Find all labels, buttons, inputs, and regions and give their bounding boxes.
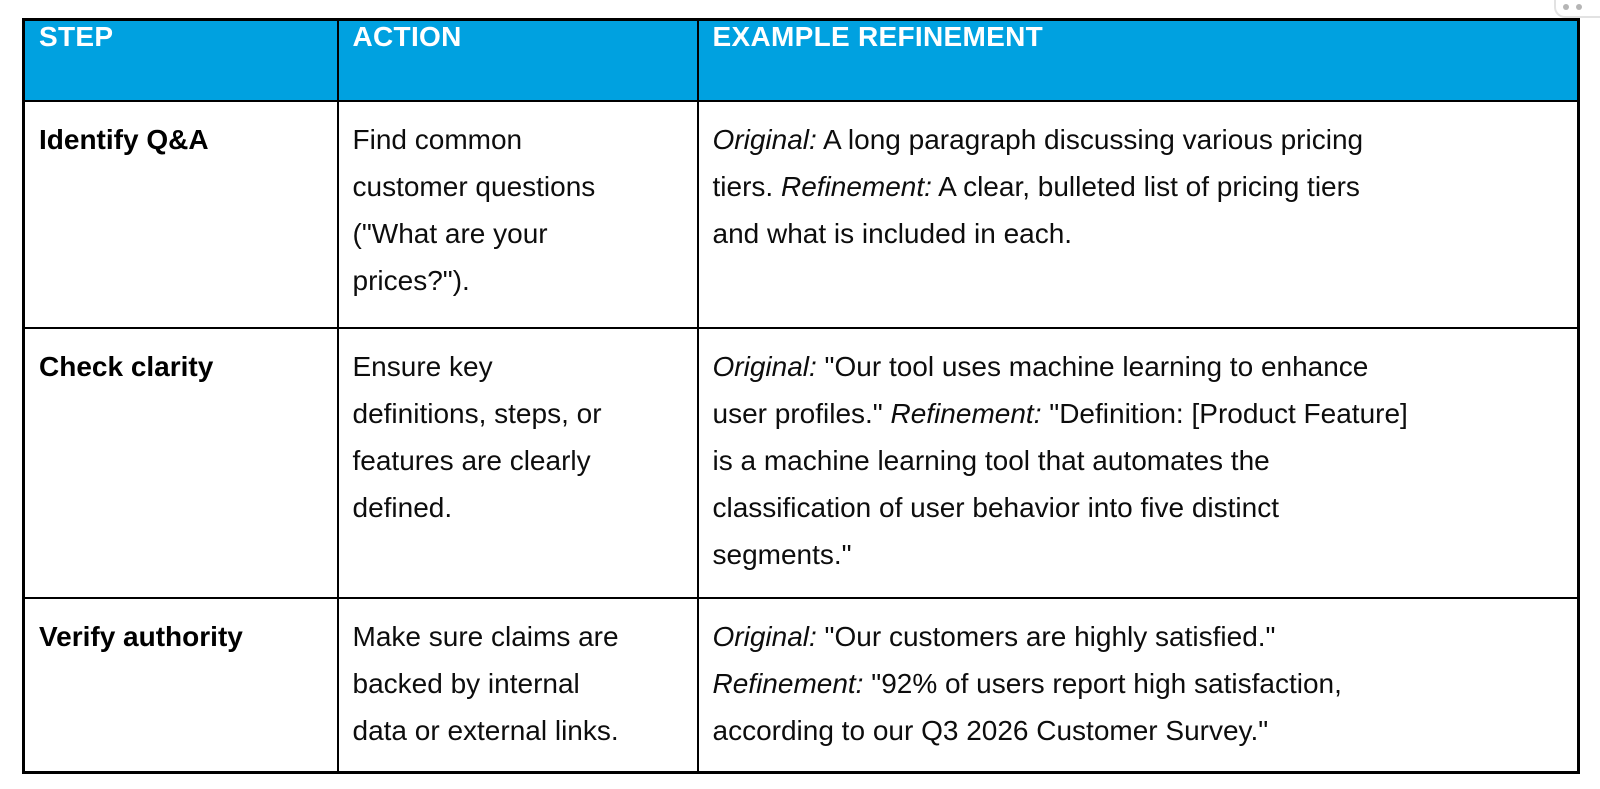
- action-cell: Find common customer questions ("What ar…: [336, 99, 699, 329]
- example-label: Refinement:: [780, 170, 932, 202]
- table-container: STEP ACTION EXAMPLE REFINEMENT Identify …: [22, 18, 1580, 774]
- toolbar-dot-icon: [1563, 4, 1569, 10]
- toolbar-dot-icon: [1576, 4, 1582, 10]
- step-cell: Check clarity: [22, 326, 339, 599]
- example-label: Original:: [712, 123, 817, 155]
- column-header-action: ACTION: [336, 18, 699, 102]
- example-label: Original:: [712, 350, 817, 382]
- example-label: Original:: [712, 620, 817, 652]
- action-cell: Ensure key definitions, steps, or featur…: [336, 326, 699, 599]
- example-refinement-cell: Original: "Our tool uses machine learnin…: [696, 326, 1580, 599]
- header-row: STEP ACTION EXAMPLE REFINEMENT: [22, 18, 1580, 102]
- column-header-step: STEP: [22, 18, 339, 102]
- example-text: "Our tool uses machine learning to enhan…: [712, 350, 1369, 429]
- example-label: Refinement:: [712, 667, 864, 699]
- example-refinement-cell: Original: A long paragraph discussing va…: [696, 99, 1580, 329]
- example-refinement-cell: Original: "Our customers are highly sati…: [696, 596, 1580, 774]
- step-cell: Identify Q&A: [22, 99, 339, 329]
- column-header-example-refinement: EXAMPLE REFINEMENT: [696, 18, 1580, 102]
- step-cell: Verify authority: [22, 596, 339, 774]
- example-text: "Definition: [Product Feature] is a mach…: [712, 397, 1408, 570]
- refinement-steps-table: STEP ACTION EXAMPLE REFINEMENT Identify …: [22, 18, 1580, 774]
- example-text: "Our customers are highly satisfied.": [824, 620, 1276, 652]
- example-text: A clear, bulleted list of pricing tiers …: [712, 170, 1360, 249]
- example-label: Refinement:: [890, 397, 1042, 429]
- floating-toolbar[interactable]: [1554, 0, 1600, 18]
- example-text: "92% of users report high satisfaction, …: [712, 667, 1342, 746]
- action-cell: Make sure claims are backed by internal …: [336, 596, 699, 774]
- example-text: A long paragraph discussing various pric…: [712, 123, 1364, 202]
